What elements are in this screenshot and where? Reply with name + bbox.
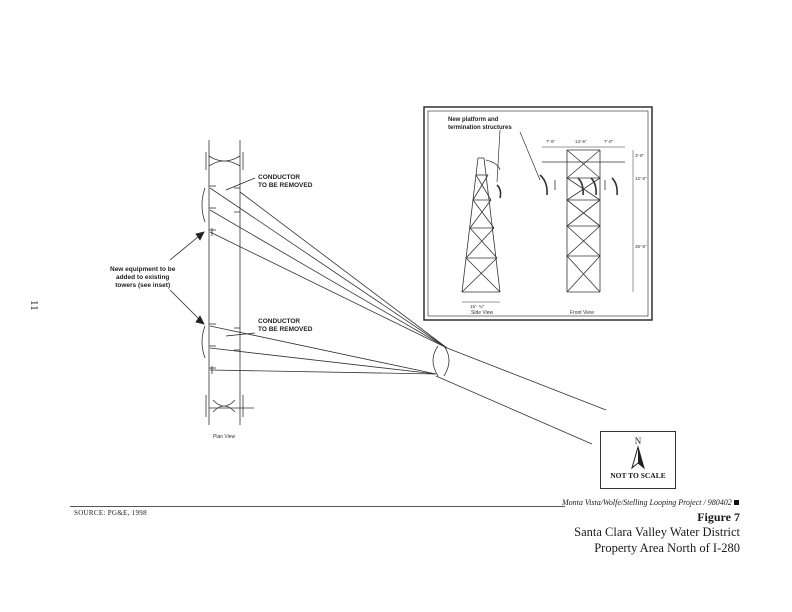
outgoing-line-lower xyxy=(435,375,593,445)
figure-number: Figure 7 xyxy=(697,510,740,524)
plan-view-label: Plan View xyxy=(213,434,236,440)
inset-box xyxy=(423,106,653,321)
inset-title: New platform and termination structures xyxy=(448,117,512,131)
not-to-scale-label: NOT TO SCALE xyxy=(610,471,666,480)
conductor-lines xyxy=(209,187,448,375)
front-view-tower xyxy=(539,146,634,293)
callout-arrows xyxy=(169,177,256,337)
footer-rule xyxy=(70,506,565,507)
new-equipment-label: New equipment to be added to existing to… xyxy=(110,266,176,290)
dim-15-34: 15'- ¾" xyxy=(470,304,485,309)
agency-name: Santa Clara Valley Water District xyxy=(574,525,740,539)
tower-top-symbol xyxy=(205,152,244,170)
dim-3-6: 3'-6" xyxy=(635,153,645,158)
dim-12-5: 12'-5" xyxy=(635,176,647,181)
north-arrow-box: N NOT TO SCALE xyxy=(600,431,676,489)
tower-upper-symbol xyxy=(201,185,240,236)
conductor-label-bottom: CONDUCTOR TO BE REMOVED xyxy=(258,318,313,334)
area-name: Property Area North of I-280 xyxy=(594,541,740,555)
north-arrow-icon xyxy=(631,445,645,470)
dim-7-0: 7'-0" xyxy=(604,139,614,144)
north-letter: N xyxy=(634,436,642,446)
tower-bottom-symbol xyxy=(205,395,254,417)
tower-lower-symbol xyxy=(201,323,240,374)
project-title: Monta Vista/Wolfe/Stelling Looping Proje… xyxy=(562,498,732,507)
outgoing-line-upper xyxy=(446,347,607,411)
dim-36-6: 36'-6" xyxy=(635,244,647,249)
source-note: SOURCE: PG&E, 1998 xyxy=(74,509,147,517)
front-view-label: Front View xyxy=(570,310,594,316)
square-marker-icon xyxy=(734,500,739,505)
side-view-label: Side View xyxy=(471,310,494,316)
dim-13-6: 13'-6" xyxy=(575,139,587,144)
conductor-label-top: CONDUCTOR TO BE REMOVED xyxy=(258,174,313,190)
junction-tower-symbol xyxy=(432,345,450,377)
side-view-tower xyxy=(461,157,502,303)
page-number: 11 xyxy=(28,300,40,311)
inset-leader-lines xyxy=(496,129,541,183)
dim-7-6: 7'-6" xyxy=(546,139,556,144)
